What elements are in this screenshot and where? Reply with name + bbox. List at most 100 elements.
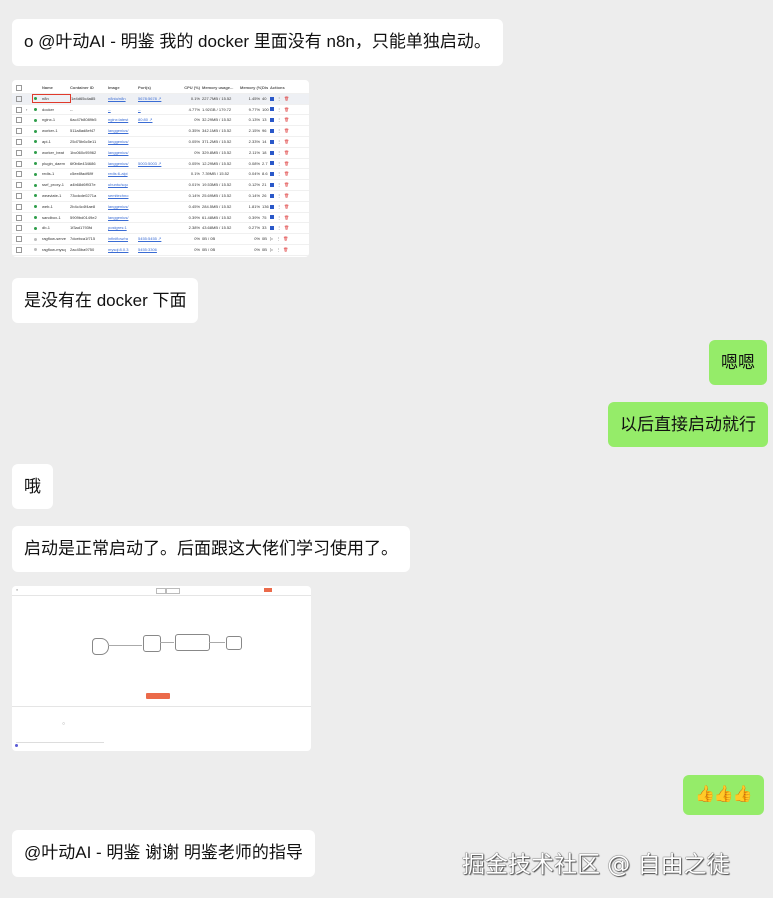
container-name[interactable]: docker — [42, 106, 55, 112]
col-header[interactable]: Container ID — [70, 85, 94, 90]
more-icon[interactable]: ⋮ — [277, 203, 281, 209]
more-icon[interactable]: ⋮ — [276, 246, 281, 252]
image-link[interactable]: langgenius/ — [108, 160, 129, 166]
start-icon[interactable]: ▷ — [270, 236, 274, 242]
row-checkbox-cell[interactable] — [12, 256, 26, 257]
workflow-node-trigger[interactable] — [92, 638, 109, 655]
expand-icon[interactable]: › — [26, 106, 28, 112]
image-message-workflow[interactable]: ≡ ○ — [12, 586, 311, 751]
container-name[interactable]: api-1 — [42, 138, 51, 144]
delete-icon[interactable]: 🗑 — [284, 171, 290, 177]
stop-icon[interactable] — [270, 193, 274, 198]
row-checkbox-cell[interactable] — [12, 223, 26, 233]
delete-icon[interactable]: 🗑 — [284, 106, 290, 112]
row-checkbox[interactable] — [16, 128, 22, 135]
port-link[interactable]: -- — [138, 256, 182, 257]
stop-icon[interactable] — [270, 215, 274, 220]
incoming-message[interactable]: 哦 — [12, 464, 53, 509]
save-button[interactable] — [264, 588, 272, 592]
col-header[interactable]: Image — [108, 85, 120, 90]
row-checkbox[interactable] — [16, 138, 22, 145]
stop-icon[interactable] — [270, 226, 274, 231]
container-name[interactable]: nginx-1 — [42, 117, 56, 123]
col-header[interactable]: Name — [42, 85, 53, 90]
row-checkbox-cell[interactable] — [12, 202, 26, 212]
container-name[interactable]: worker_beat — [42, 149, 65, 155]
col-header[interactable]: Port(s) — [138, 85, 151, 90]
row-checkbox[interactable] — [16, 214, 22, 221]
col-header[interactable]: Dis — [262, 85, 269, 90]
tab-editor[interactable] — [156, 588, 166, 594]
row-checkbox[interactable] — [16, 106, 22, 113]
row-checkbox-cell[interactable] — [12, 126, 26, 136]
container-name[interactable]: ragflow-serve — [42, 236, 67, 242]
col-header[interactable]: Memory usage... — [202, 85, 234, 90]
more-icon[interactable]: ⋮ — [277, 171, 281, 177]
delete-icon[interactable]: 🗑 — [284, 128, 290, 134]
stop-icon[interactable] — [270, 172, 274, 177]
more-icon[interactable]: ⋮ — [277, 117, 281, 123]
stop-icon[interactable] — [270, 118, 274, 123]
port-link[interactable]: -- — [138, 106, 141, 112]
image-link[interactable]: -- — [108, 256, 138, 257]
workflow-node-action[interactable] — [226, 636, 242, 650]
delete-icon[interactable]: 🗑 — [284, 138, 290, 144]
tab-executions[interactable] — [166, 588, 180, 594]
row-checkbox[interactable] — [16, 160, 22, 167]
row-checkbox[interactable] — [16, 203, 22, 210]
row-checkbox[interactable] — [16, 182, 22, 189]
port-link[interactable]: 5455:5455 ↗ — [138, 236, 162, 242]
delete-icon[interactable]: 🗑 — [284, 214, 290, 220]
row-checkbox[interactable] — [16, 95, 22, 102]
row-checkbox[interactable] — [16, 117, 22, 124]
container-name[interactable]: web-1 — [42, 203, 53, 209]
execute-workflow-button[interactable] — [146, 693, 170, 699]
image-link[interactable]: -- — [108, 106, 111, 112]
row-checkbox-cell[interactable] — [12, 94, 26, 104]
delete-icon[interactable]: 🗑 — [283, 246, 289, 252]
row-checkbox-cell[interactable] — [12, 105, 26, 115]
stop-icon[interactable] — [270, 204, 274, 209]
more-icon[interactable]: ⋮ — [277, 128, 281, 134]
col-header[interactable]: Memory (%) — [240, 85, 262, 90]
row-checkbox-cell[interactable] — [12, 191, 26, 201]
incoming-message[interactable]: 是没有在 docker 下面 — [12, 278, 199, 323]
select-all-checkbox[interactable] — [12, 83, 26, 93]
row-checkbox[interactable] — [16, 236, 22, 243]
delete-icon[interactable]: 🗑 — [284, 256, 289, 257]
outgoing-message[interactable]: 以后直接启动就行 — [608, 402, 768, 447]
image-link[interactable]: semitechno — [108, 192, 129, 198]
delete-icon[interactable]: 🗑 — [284, 149, 290, 155]
image-link[interactable]: postgres:1 — [108, 225, 127, 231]
image-link[interactable]: langgenius/ — [108, 203, 129, 209]
image-link[interactable]: ubuntu/squ — [108, 182, 128, 188]
delete-icon[interactable]: 🗑 — [284, 117, 290, 123]
stop-icon[interactable] — [270, 96, 274, 101]
image-link[interactable]: n8nio/n8n — [108, 95, 126, 101]
container-name[interactable]: weaviate-1 — [42, 192, 62, 198]
container-name[interactable]: local-stable — [42, 256, 70, 257]
delete-icon[interactable]: 🗑 — [283, 236, 289, 242]
row-checkbox[interactable] — [16, 171, 22, 178]
row-checkbox[interactable] — [16, 225, 22, 232]
stop-icon[interactable] — [270, 150, 274, 155]
image-link[interactable]: mysql:8.0.3 — [108, 246, 129, 252]
container-name[interactable]: ssrf_proxy-1 — [42, 182, 65, 188]
container-name[interactable]: redis-1 — [42, 171, 55, 177]
container-name[interactable]: plugin_daem — [42, 160, 65, 166]
row-checkbox-cell[interactable] — [12, 115, 26, 125]
row-checkbox-cell[interactable] — [12, 148, 26, 158]
image-link[interactable]: langgenius/ — [108, 214, 129, 220]
workflow-node-intent[interactable] — [143, 635, 161, 652]
more-icon[interactable]: ⋮ — [277, 138, 281, 144]
expand-icon[interactable]: › — [26, 256, 34, 257]
